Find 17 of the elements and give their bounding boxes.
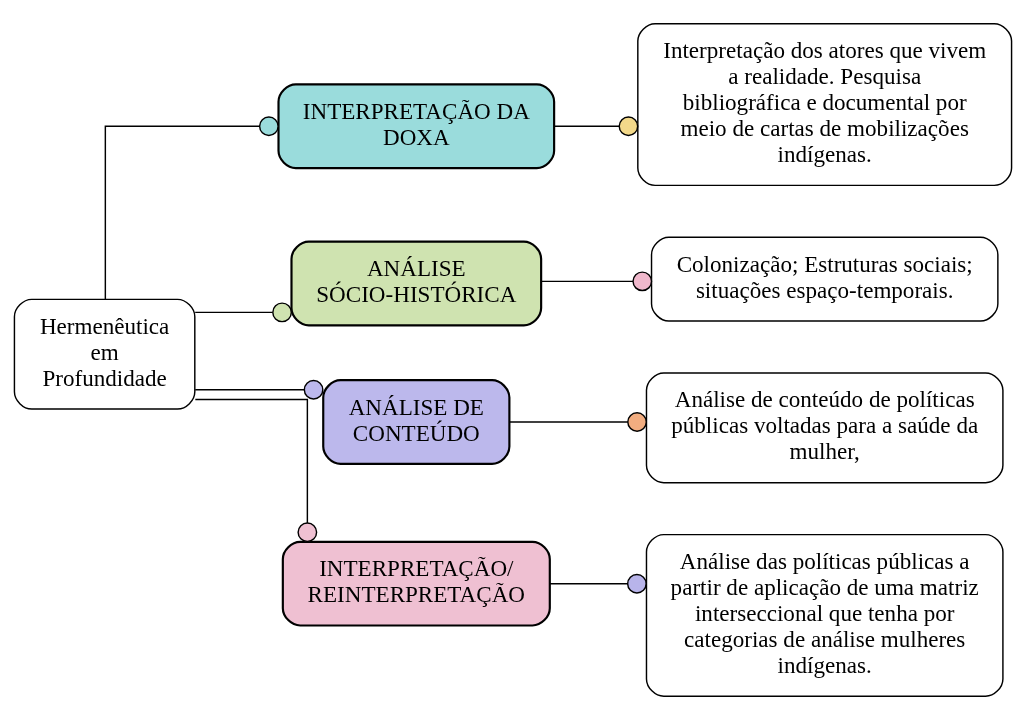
node-box: Hermenêutica em Profundidade [13,298,196,410]
node-box: INTERPRETAÇÃO DA DOXA [277,82,556,169]
connector [553,115,639,136]
node-box: INTERPRETAÇÃO/ REINTERPRETAÇÃO [281,540,551,627]
connector [540,270,653,291]
node-box: ANÁLISE DE CONTEÚDO [322,378,511,465]
connector [194,301,293,322]
node-box: Análise de conteúdo de políticas públicas voltadas para a saúde da mulher, [645,371,1004,483]
connector [194,398,318,542]
node-box: Colonização; Estruturas sociais; situações espaço-temporais. [650,236,999,322]
node-box: Interpretação dos atores que vivem a realidade. Pesquisa bibliográfica e documental por meio de cartas de mobilizações indígenas. [637,22,1013,186]
connector [104,115,279,300]
connector [194,379,324,400]
connector [549,573,647,594]
node-box: ANÁLISE SÓCIO-HISTÓRICA [290,240,543,326]
connector [508,411,647,432]
node-box: Análise das políticas públicas a partir de aplicação de uma matriz interseccional que tenha por categorias de análise mulheres indígenas. [645,533,1004,697]
